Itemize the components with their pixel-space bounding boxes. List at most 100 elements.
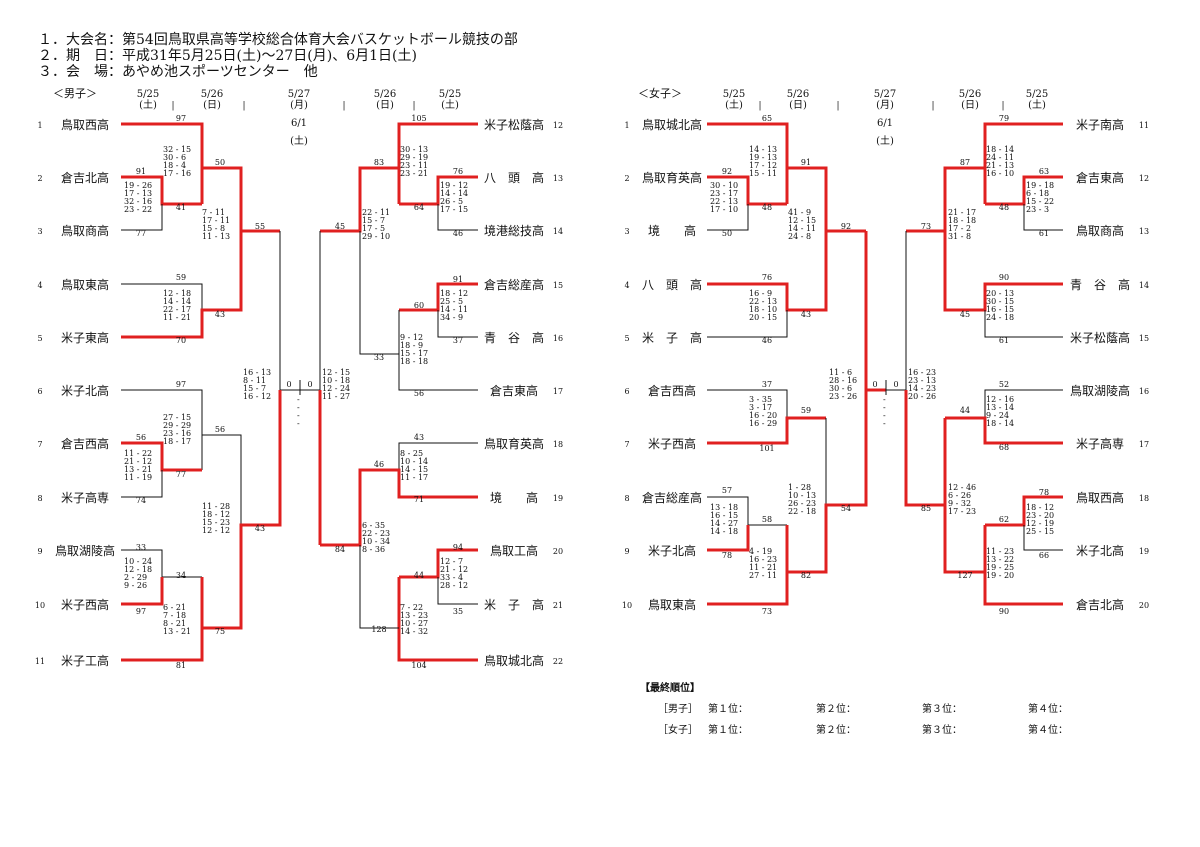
game-score: 68 (999, 443, 1009, 452)
game-score: 48 (999, 203, 1009, 212)
quarter-score: 19 - 20 (986, 571, 1014, 580)
team-name: 鳥取城北高 (484, 653, 544, 668)
winner-path (320, 166, 399, 233)
game-score: 43 (801, 310, 811, 319)
team-name: 米子西高 (648, 436, 696, 451)
game-score: 71 (414, 495, 424, 504)
quarter-score: 17 - 12 (749, 161, 777, 170)
ranking-row-boys: ［男子］ 第１位： 第２位： 第３位： 第４位： (640, 700, 1068, 721)
quarter-score: 19 - 25 (986, 563, 1014, 572)
team-number: 10 (622, 601, 632, 610)
team-name: 米子高専 (1076, 436, 1124, 451)
team-number: 13 (1139, 227, 1149, 236)
game-score: 91 (453, 275, 463, 284)
quarter-score: 32 - 15 (163, 145, 191, 154)
winner-path (906, 166, 985, 233)
round-divider: | (242, 101, 245, 111)
team-number: 7 (624, 440, 629, 449)
game-score: 84 (335, 545, 345, 554)
winner-path (121, 441, 202, 472)
quarter-score: 12 - 19 (1026, 519, 1054, 528)
quarter-score: 18 - 12 (1026, 503, 1054, 512)
bracket-line (707, 204, 749, 231)
final-date: 5/27 (874, 89, 896, 100)
quarter-score: 18 - 14 (986, 145, 1014, 154)
bracket-line (437, 577, 478, 605)
game-score: 90 (999, 607, 1009, 616)
quarter-score: 7 - 22 (400, 603, 423, 612)
winner-path (121, 122, 204, 204)
game-score: 75 (215, 627, 225, 636)
ranking-row-girls: ［女子］ 第１位： 第２位： 第３位： 第４位： (640, 721, 1068, 742)
game-score: 62 (999, 515, 1009, 524)
round-weekday: (土) (139, 98, 157, 111)
team-number: 6 (37, 387, 42, 396)
quarter-score: 11 - 27 (322, 392, 350, 401)
game-score: 0 (307, 380, 312, 389)
winner-path (983, 122, 1063, 204)
quarter-score: 17 - 13 (124, 189, 152, 198)
ranking-place-3: 第３位： (922, 704, 962, 715)
quarter-score: 12 - 16 (986, 395, 1014, 404)
section-label: ＜男子＞ (53, 87, 97, 100)
quarter-score: 2 - 29 (124, 573, 147, 582)
final-date: 6/1 (291, 118, 307, 129)
round-divider: | (412, 101, 415, 111)
quarter-score: - (297, 395, 300, 404)
winner-path (864, 231, 886, 392)
quarter-score: 12 - 24 (322, 384, 350, 393)
team-number: 9 (37, 547, 42, 556)
game-score: 105 (411, 114, 426, 123)
quarter-score: 11 - 21 (163, 313, 191, 322)
team-number: 1 (624, 121, 629, 130)
bracket-line (121, 283, 203, 310)
quarter-score: 26 - 23 (788, 499, 816, 508)
team-name: 米子工高 (61, 653, 109, 668)
team-name: 八 頭 高 (642, 277, 702, 292)
quarter-score: 12 - 12 (202, 526, 230, 535)
quarter-score: 23 - 20 (1026, 511, 1054, 520)
bracket-line (300, 231, 321, 391)
team-number: 3 (37, 227, 42, 236)
boys-bracket: ＜男子＞5/25(土)5/26(日)5/26(日)5/25(土)5/27(月)6… (35, 87, 563, 670)
game-score: 87 (960, 158, 970, 167)
team-name: 鳥取湖陵高 (55, 543, 115, 558)
quarter-score: 11 - 13 (202, 232, 230, 241)
bracket-line (437, 310, 478, 338)
bracket-line (121, 389, 203, 470)
final-weekday: (土) (290, 134, 308, 147)
quarter-score: 9 - 24 (986, 411, 1009, 420)
quarter-score: 16 - 12 (243, 392, 271, 401)
round-date: 5/26 (201, 89, 223, 100)
game-score: 101 (759, 444, 774, 453)
quarter-score: 21 - 12 (440, 565, 468, 574)
quarter-score: 23 - 16 (163, 429, 191, 438)
game-score: 33 (374, 353, 384, 362)
quarter-score: 4 - 19 (749, 547, 772, 556)
game-score: 77 (136, 229, 146, 238)
team-number: 1 (37, 121, 42, 130)
game-score: 43 (414, 433, 424, 442)
team-number: 2 (37, 174, 42, 183)
quarter-score: 16 - 9 (749, 289, 772, 298)
section-label: ＜女子＞ (638, 86, 682, 100)
team-number: 10 (35, 601, 45, 610)
quarter-score: 14 - 32 (400, 627, 428, 636)
quarter-score: 12 - 46 (948, 483, 976, 492)
quarter-score: 19 - 12 (440, 181, 468, 190)
quarter-score: 22 - 13 (710, 197, 738, 206)
game-score: 76 (762, 273, 772, 282)
quarter-score: 3 - 17 (749, 403, 772, 412)
round-date: 5/25 (439, 89, 461, 100)
team-number: 20 (1139, 601, 1149, 610)
game-score: 37 (762, 380, 772, 389)
game-score: 64 (414, 203, 424, 212)
quarter-score: 30 - 10 (710, 181, 738, 190)
team-name: 鳥取工高 (490, 543, 538, 558)
game-score: 34 (176, 571, 186, 580)
game-score: 57 (722, 486, 732, 495)
quarter-score: 23 - 26 (829, 392, 857, 401)
round-weekday: (土) (725, 98, 743, 111)
game-score: 66 (1039, 551, 1049, 560)
team-number: 21 (553, 601, 563, 610)
